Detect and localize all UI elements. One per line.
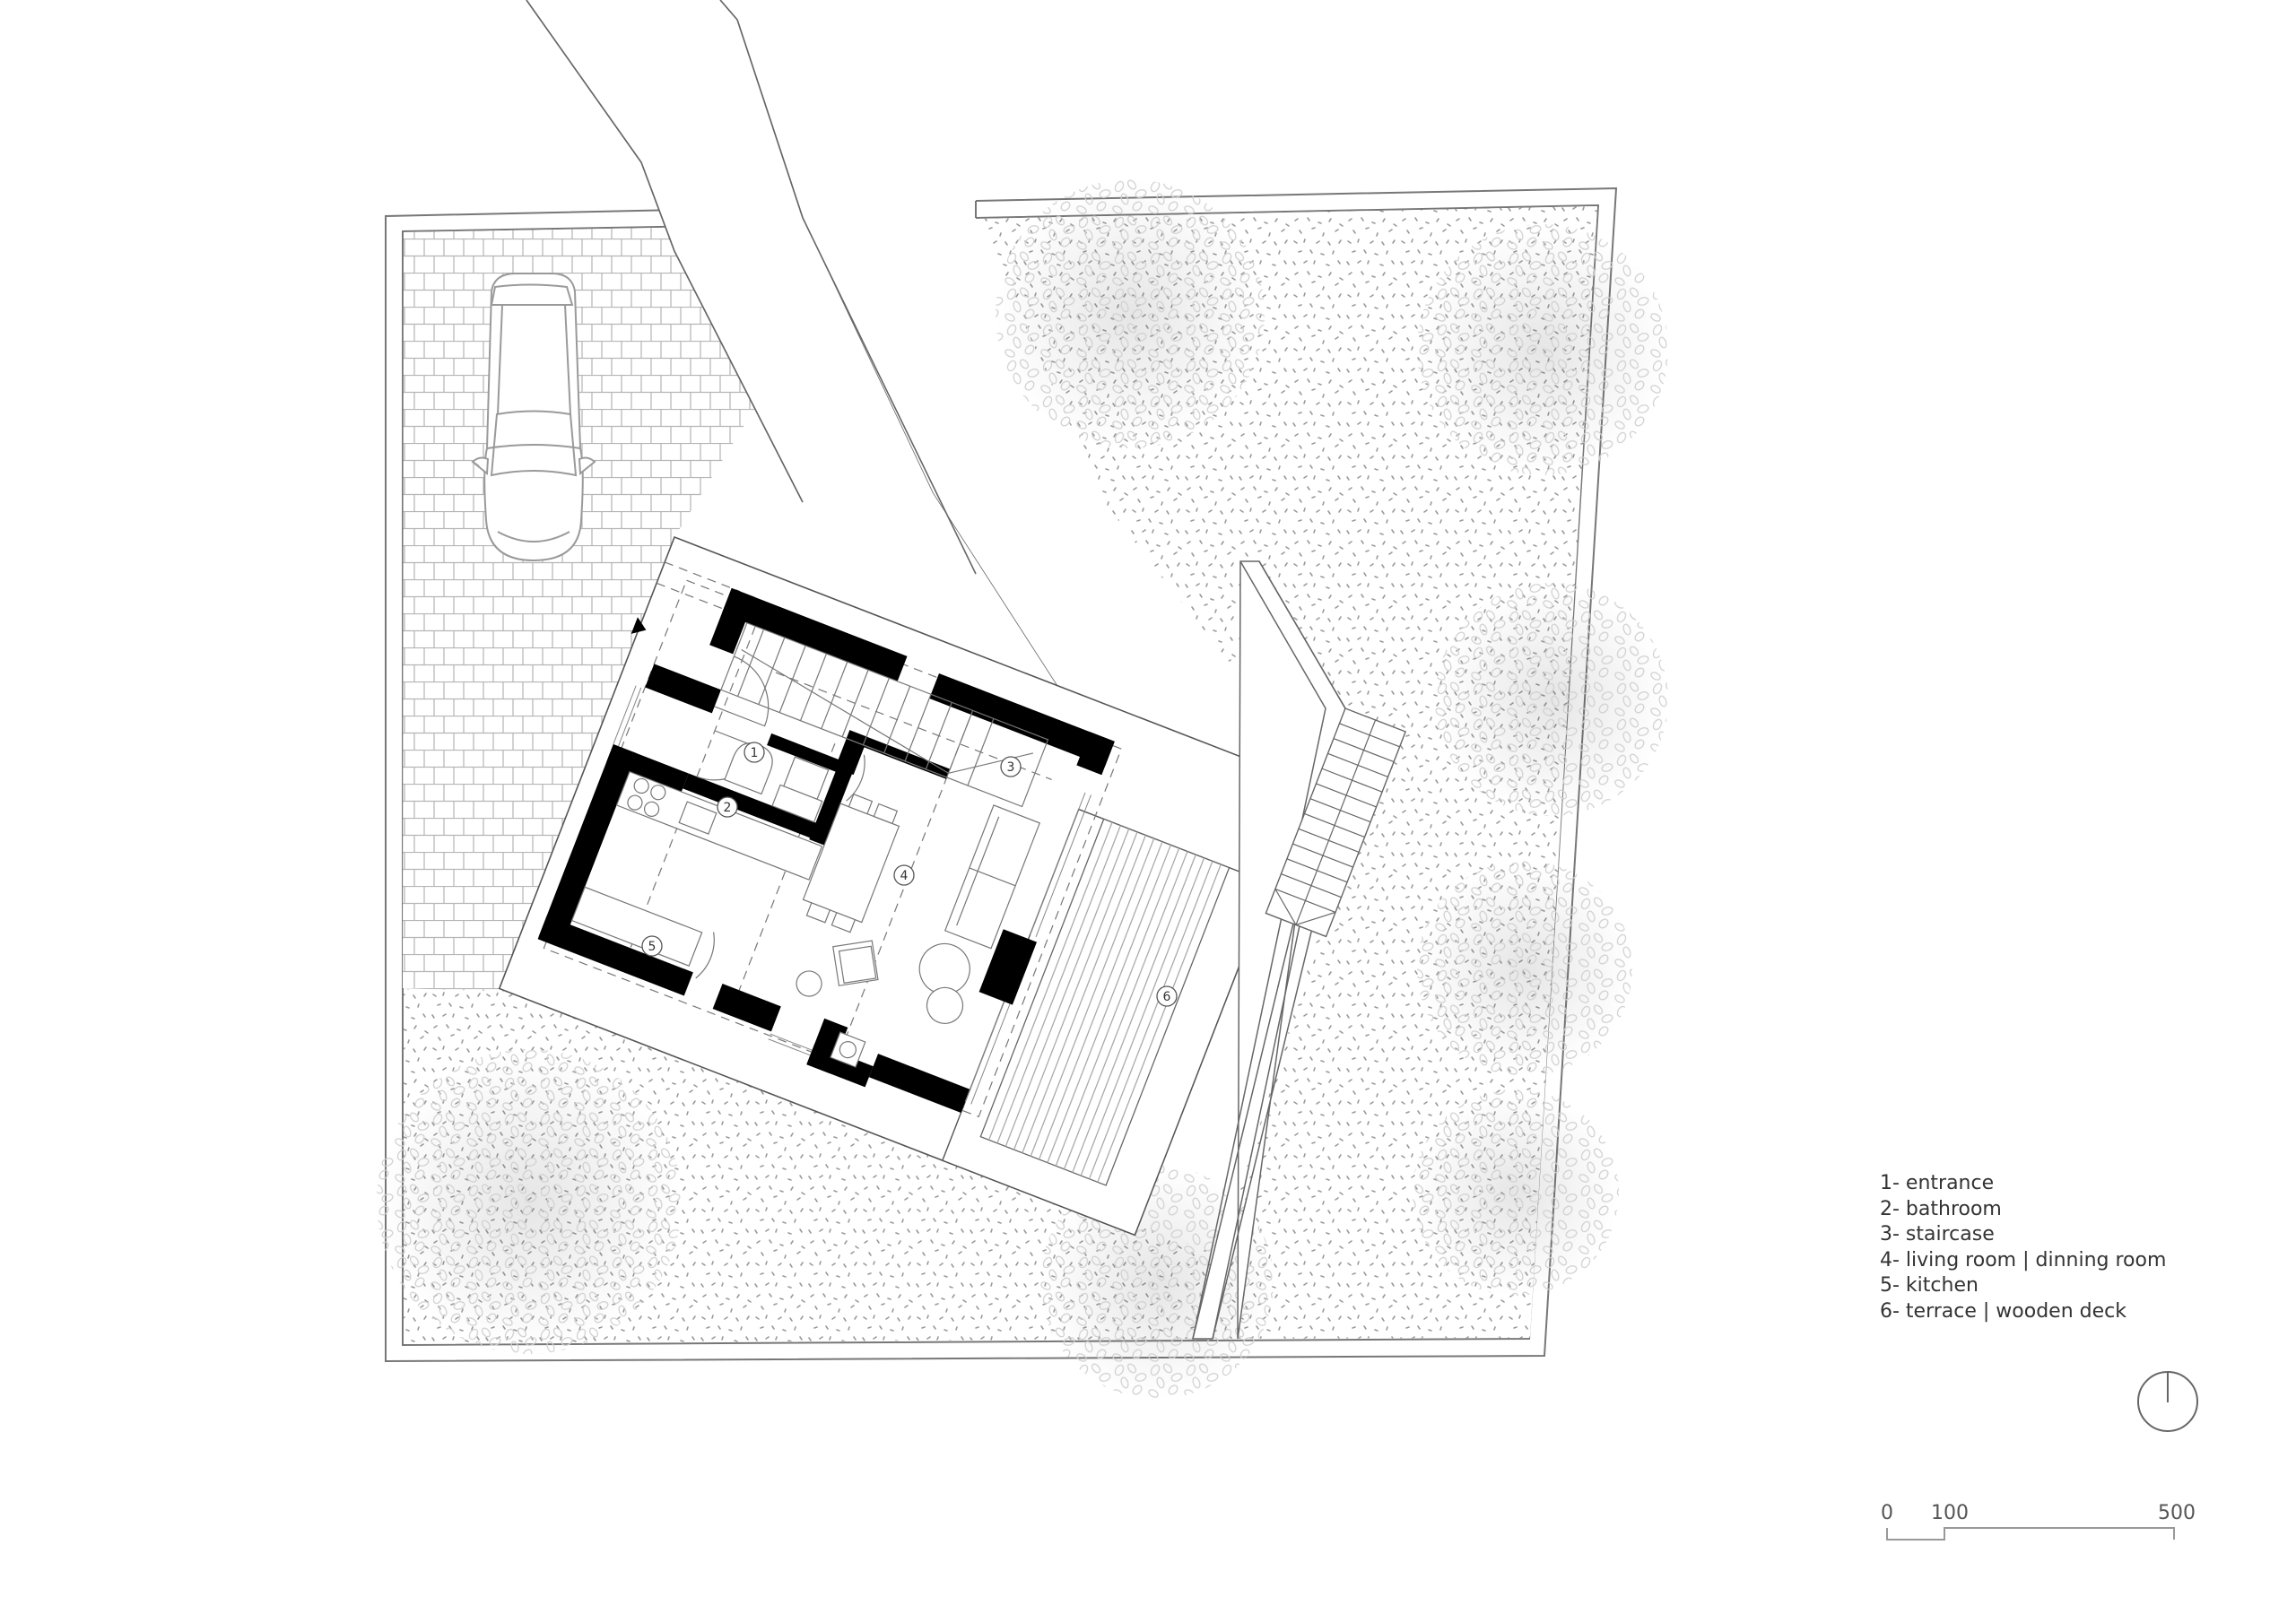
dining-table — [802, 803, 900, 924]
staircase — [720, 621, 1049, 808]
legend-item-entrance: 1- entrance — [1880, 1172, 1995, 1194]
car-icon — [471, 273, 596, 562]
walls — [537, 587, 1115, 1113]
left-wall-outer — [385, 187, 1618, 1363]
legend-item-living-room: 4- living room | dinning room — [1880, 1248, 2167, 1271]
room-number-markers — [641, 742, 1178, 1007]
wooden-deck — [979, 818, 1231, 1186]
house-plan — [498, 535, 1311, 1237]
room-label-6: 6 — [1163, 990, 1171, 1004]
access-path-fill — [526, 0, 1193, 897]
windows — [613, 685, 1091, 1105]
scale-label-0: 0 — [1881, 1502, 1893, 1524]
legend-item-staircase: 3- staircase — [1880, 1223, 1995, 1245]
room-label-2: 2 — [724, 801, 732, 815]
garden-steps — [1265, 707, 1407, 938]
room-label-1: 1 — [751, 746, 759, 760]
entrance-arrow-icon — [631, 617, 647, 634]
kitchen-fixtures — [570, 770, 823, 967]
fireplace — [830, 1031, 866, 1068]
legend-item-terrace: 6- terrace | wooden deck — [1880, 1299, 2126, 1323]
room-legend: 1- entrance 2- bathroom 3- staircase 4- … — [1880, 1171, 2166, 1324]
north-arrow-icon — [2137, 1371, 2198, 1432]
legend-item-kitchen: 5- kitchen — [1880, 1274, 1979, 1297]
room-label-3: 3 — [1007, 760, 1015, 775]
gravel-garden-right — [976, 206, 1597, 1339]
room-label-4: 4 — [900, 869, 909, 883]
living-furniture — [796, 793, 1041, 1024]
scale-bar — [1886, 1527, 2175, 1541]
room-label-5: 5 — [648, 940, 657, 954]
trees — [377, 179, 1668, 1399]
scale-label-100: 100 — [1931, 1502, 1969, 1524]
legend-item-bathroom: 2- bathroom — [1880, 1197, 2002, 1220]
scale-label-500: 500 — [2158, 1502, 2196, 1524]
left-wall-inner — [402, 204, 1600, 1347]
